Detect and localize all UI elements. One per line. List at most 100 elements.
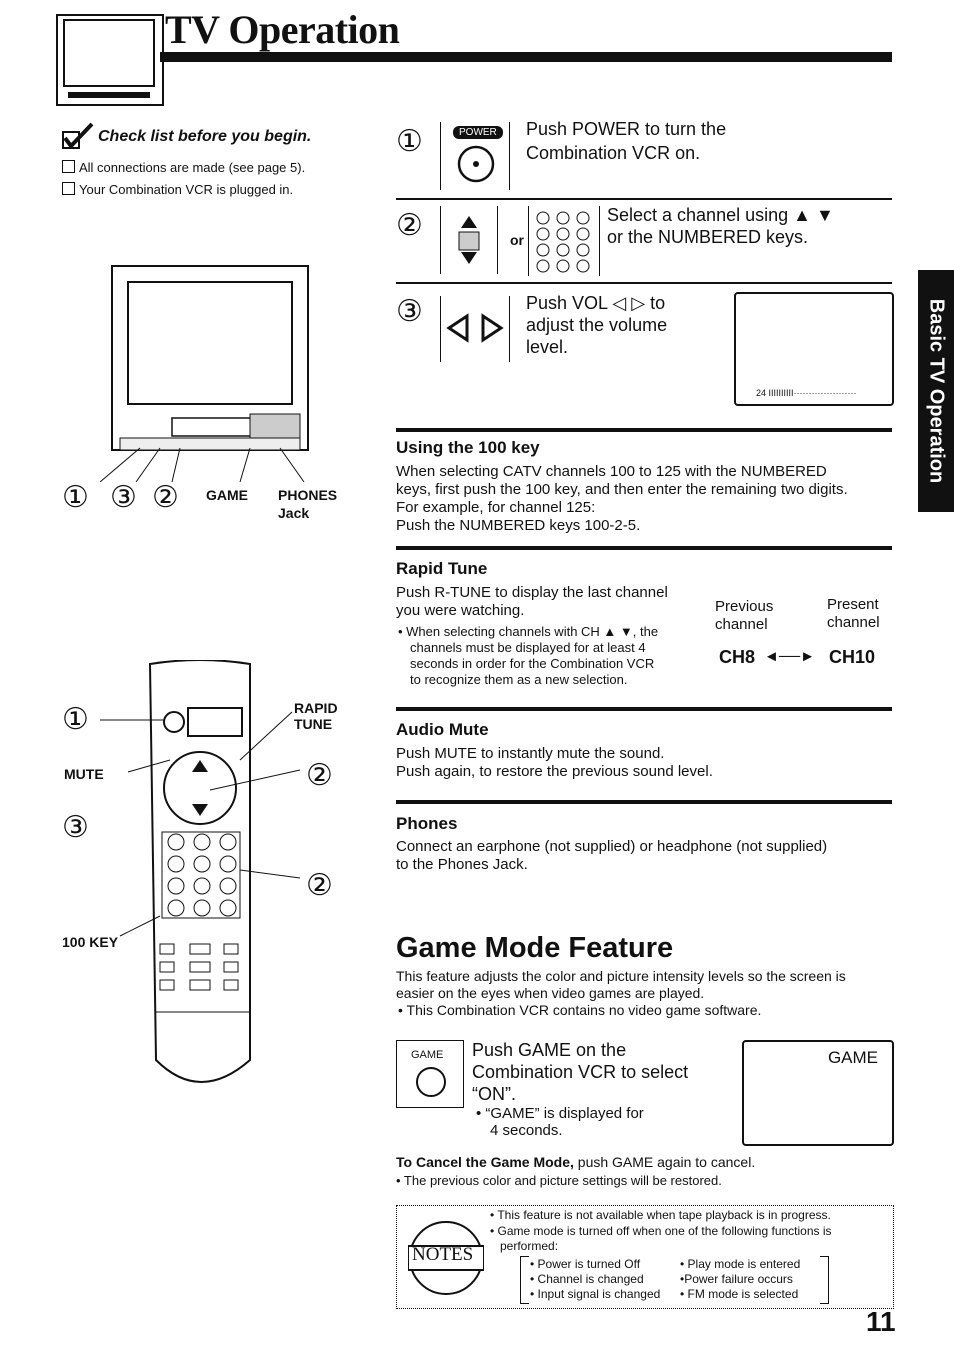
checklist-item-2: Your Combination VCR is plugged in. (62, 182, 293, 197)
rapid-tune-bullet-2: channels must be displayed for at least … (410, 640, 646, 655)
volume-buttons-illustration (440, 296, 510, 362)
step-3-line-1: Push VOL ◁ ▷ to (526, 293, 666, 313)
present-label-2: channel (827, 614, 880, 631)
game-mode-line-2: easier on the eyes when video games are … (396, 985, 705, 1001)
power-label: POWER (453, 126, 503, 139)
notes-line-3: performed: (500, 1239, 559, 1253)
remote-marker-2: ② (306, 758, 333, 793)
key100-label: 100 KEY (62, 934, 119, 950)
cancel-line: To Cancel the Game Mode, push GAME again… (396, 1154, 756, 1170)
step-2-line-2: or the NUMBERED keys. (607, 227, 809, 247)
using-100-line-3: For example, for channel 125: (396, 499, 596, 516)
game-sub-1: • “GAME” is displayed for (476, 1105, 644, 1122)
notes-col1-1: • Power is turned Off (530, 1257, 641, 1271)
tv-marker-2: ② (152, 480, 179, 515)
notes-col2-1: • Play mode is entered (680, 1257, 801, 1271)
step-3-number: ③ (396, 294, 423, 329)
remote-diagram (100, 659, 310, 1105)
using-100-line-1: When selecting CATV channels 100 to 125 … (396, 463, 827, 480)
notes-line-2: • Game mode is turned off when one of th… (490, 1224, 832, 1238)
checklist-item-1: All connections are made (see page 5). (62, 160, 305, 175)
game-mode-heading: Game Mode Feature (396, 932, 674, 964)
step-3-line-3: level. (526, 337, 569, 357)
step-1-line-1: Push POWER to turn the (526, 119, 727, 139)
step-1-number: ① (396, 124, 423, 159)
phones-label: PHONES (278, 487, 338, 503)
game-button-label: GAME (411, 1049, 444, 1061)
notes-label: NOTES (412, 1244, 474, 1265)
notes-col2-3: • FM mode is selected (680, 1287, 799, 1301)
rapid-tune-line-1: Push R-TUNE to display the last channel (396, 584, 668, 601)
tv-diagram (99, 262, 310, 487)
checkbox-icon (62, 182, 75, 195)
remote-marker-2b: ② (306, 868, 333, 903)
side-tab: Basic TV Operation (918, 270, 954, 512)
phones-line-2: to the Phones Jack. (396, 856, 528, 873)
section-rule-phones (396, 800, 892, 804)
section-rule-mute (396, 707, 892, 711)
ch-present: CH10 (829, 647, 876, 667)
tv-marker-1: ① (62, 480, 89, 515)
game-label: GAME (206, 487, 248, 503)
step-divider-1 (396, 198, 892, 200)
volume-screen: 24 IIIIIIIIII····················· (734, 292, 894, 406)
previous-label-2: channel (715, 616, 768, 633)
notes-bracket-right (820, 1256, 829, 1304)
section-rule-100 (396, 428, 892, 432)
ch-swap-arrow: ◄──► (764, 648, 815, 665)
channel-rocker-illustration (440, 206, 498, 274)
checklist-title: Check list before you begin. (98, 128, 312, 145)
audio-mute-line-1: Push MUTE to instantly mute the sound. (396, 745, 665, 762)
or-label: or (510, 232, 524, 248)
step-1-line-2: Combination VCR on. (526, 143, 701, 163)
game-mode-bullet: • This Combination VCR contains no video… (398, 1002, 762, 1018)
step-2-line-1: Select a channel using ▲ ▼ (607, 205, 834, 225)
remote-marker-3: ③ (62, 810, 89, 845)
page-number: 11 (866, 1306, 896, 1337)
game-screen-text: GAME (827, 1048, 878, 1067)
game-step-line-1: Push GAME on the (472, 1040, 627, 1060)
notes-line-1: • This feature is not available when tap… (490, 1208, 831, 1222)
audio-mute-line-2: Push again, to restore the previous soun… (396, 763, 713, 780)
ch-prev: CH8 (719, 647, 756, 667)
remote-marker-1: ① (62, 702, 89, 737)
power-button-illustration: POWER (440, 122, 510, 190)
game-step-line-3: “ON”. (472, 1084, 516, 1104)
game-screen: GAME (742, 1040, 894, 1146)
game-step-line-2: Combination VCR to select (472, 1062, 689, 1082)
rapid-tune-bullet-3: seconds in order for the Combination VCR (410, 656, 655, 671)
rapid-label: RAPID (294, 700, 338, 716)
section-rule-rapid (396, 546, 892, 550)
rapid-tune-line-2: you were watching. (396, 602, 525, 619)
numbered-keys-illustration (528, 206, 600, 276)
notes-bracket-left (520, 1256, 529, 1304)
notes-badge-icon (407, 1220, 485, 1301)
step-2-number: ② (396, 208, 423, 243)
checkbox-icon (62, 160, 75, 173)
mute-label: MUTE (64, 766, 104, 782)
audio-mute-heading: Audio Mute (396, 720, 489, 739)
side-tab-label: Basic TV Operation (925, 298, 948, 484)
step-3-line-2: adjust the volume (526, 315, 668, 335)
volume-level-readout: 24 IIIIIIIIII····················· (756, 388, 857, 398)
jack-label: Jack (278, 505, 310, 521)
rapid-tune-heading: Rapid Tune (396, 559, 488, 578)
using-100-line-2: keys, first push the 100 key, and then e… (396, 481, 848, 498)
using-100-heading: Using the 100 key (396, 438, 540, 457)
notes-col1-3: • Input signal is changed (530, 1287, 661, 1301)
phones-heading: Phones (396, 814, 458, 833)
page-title: TV Operation (165, 7, 400, 52)
tune-label: TUNE (294, 716, 333, 732)
previous-label-1: Previous (715, 598, 774, 615)
game-mode-line-1: This feature adjusts the color and pictu… (396, 968, 846, 984)
present-label-1: Present (827, 596, 879, 613)
rapid-tune-bullet-1: • When selecting channels with CH ▲ ▼, t… (398, 624, 659, 639)
game-sub-2: 4 seconds. (490, 1122, 563, 1139)
phones-line-1: Connect an earphone (not supplied) or he… (396, 838, 828, 855)
title-rule (160, 52, 892, 62)
cancel-bullet: • The previous color and picture setting… (396, 1173, 722, 1188)
checkmark-icon (62, 122, 96, 155)
notes-box (396, 1205, 894, 1309)
step-divider-2 (396, 282, 892, 284)
tv-header-icon (56, 14, 164, 106)
